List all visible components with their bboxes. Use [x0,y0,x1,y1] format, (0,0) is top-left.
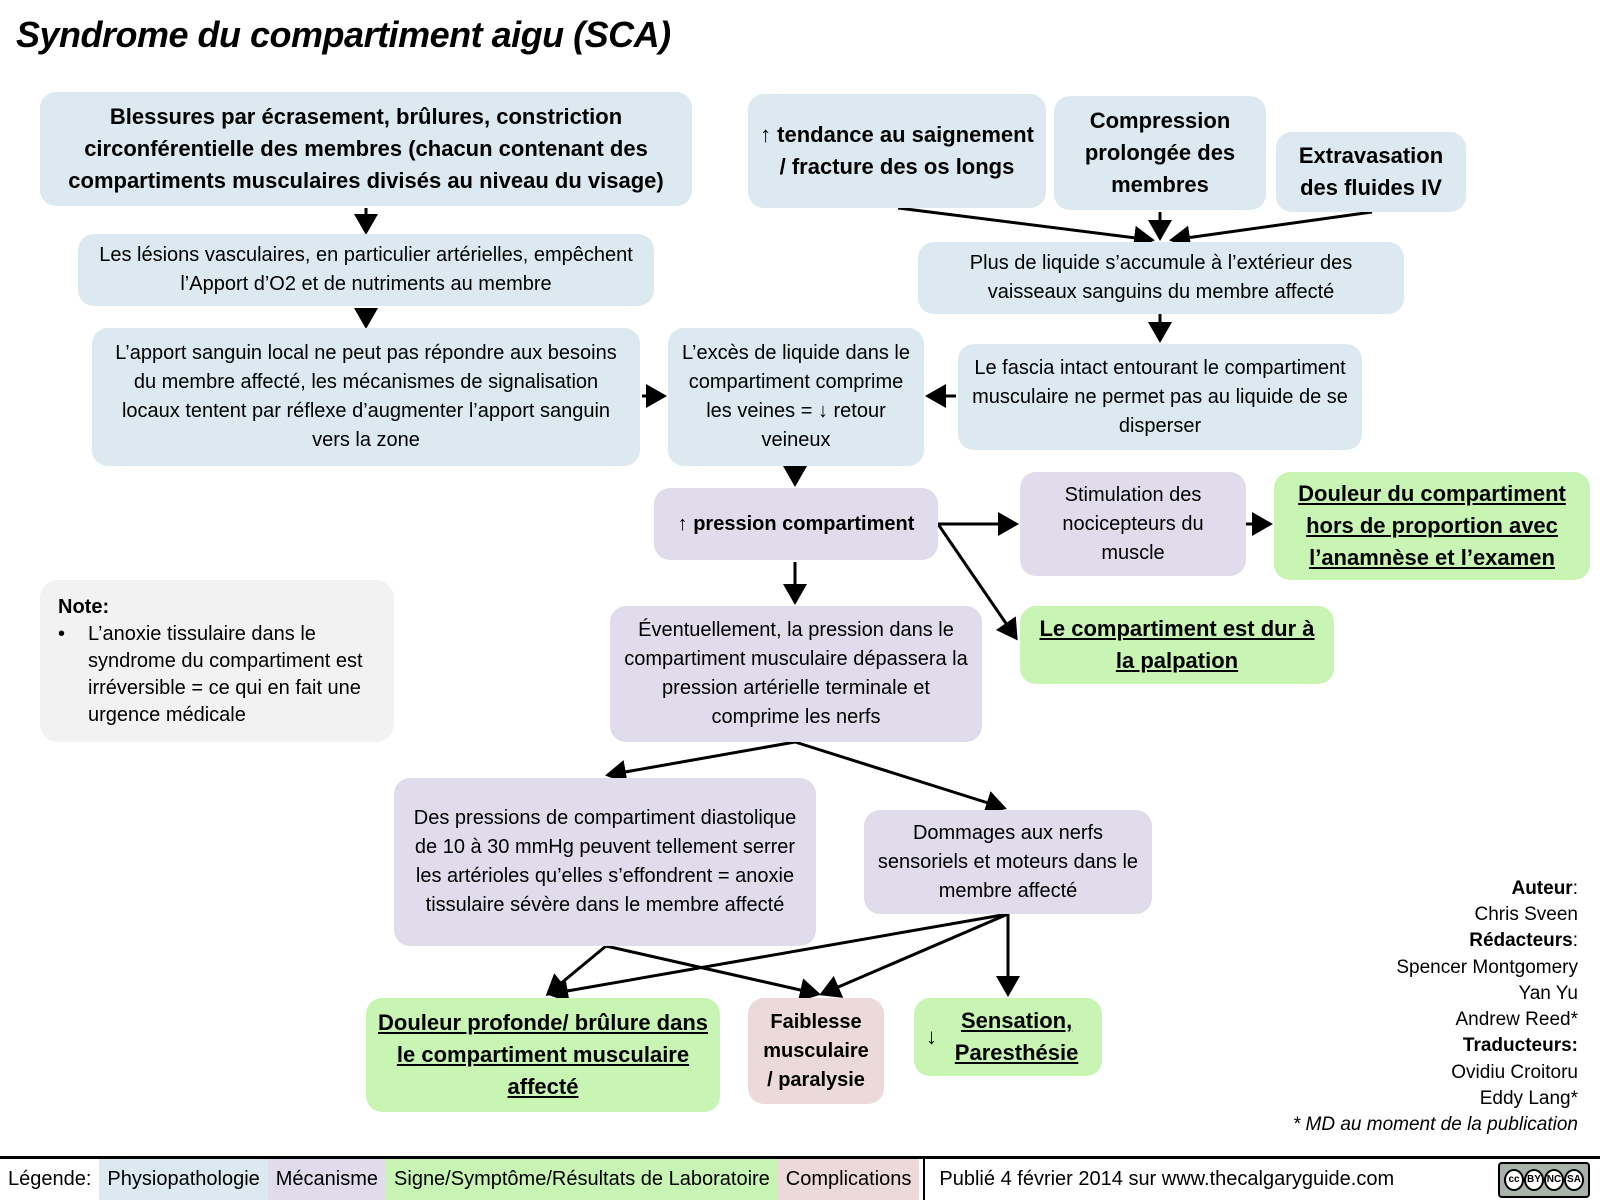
arrow-bleeding-to-accumulate [897,206,1155,250]
author-name: Chris Sveen [1474,904,1579,926]
cc-license-icon[interactable]: cc BY NC SA [1498,1161,1590,1198]
eventually-pressure-box: Éventuellement, la pression dans le comp… [610,606,982,742]
diastolic-pressures-box: Des pressions de compartiment diastoliqu… [394,778,816,946]
translator-name: Eddy Lang* [1479,1087,1578,1109]
legend-footer: Légende: Physiopathologie Mécanisme Sign… [0,1156,1600,1200]
bullet-icon: • [58,623,66,645]
intact-fascia-box: Le fascia intact entourant le compartime… [958,344,1362,450]
cause-compression-box: Compression prolongée des membres [1054,96,1266,210]
translator-name: Ovidiu Croitoru [1451,1061,1578,1083]
note-box: Note: • L’anoxie tissulaire dans le synd… [40,580,394,742]
cc-icon: cc [1504,1168,1524,1191]
credits: Auteur: Chris Sveen Rédacteurs: Spencer … [1293,876,1578,1138]
note-title: Note: [58,596,110,618]
by-icon: BY [1524,1168,1544,1191]
published-line: Publié 4 février 2014 sur www.thecalgary… [929,1159,1404,1200]
translators-label: Traducteurs: [1462,1035,1578,1057]
sensation-label: Sensation, Paresthésie [954,1008,1079,1065]
hard-palpation-box: Le compartiment est dur à la palpation [1020,606,1334,684]
note-text: L’anoxie tissulaire dans le syndrome du … [88,623,363,726]
legend-label: Légende: [8,1168,92,1190]
legend-divider [923,1159,926,1200]
legend-sign-symptom: Signe/Symptôme/Résultats de Laboratoire [386,1159,778,1200]
author-label: Auteur [1511,878,1573,899]
editor-name: Yan Yu [1518,982,1578,1004]
pressure-up-box: ↑ pression compartiment [654,488,938,560]
nociceptors-box: Stimulation des nocicepteurs du muscle [1020,472,1246,576]
vascular-lesions-box: Les lésions vasculaires, en particulier … [78,234,654,306]
arrow-nerve-to-weakness [819,912,1009,998]
nerve-damage-box: Dommages aux nerfs sensoriels et moteurs… [864,810,1152,914]
weakness-box: Faiblesse musculaire / paralysie [748,998,884,1104]
excess-fluid-box: L’excès de liquide dans le compartiment … [668,328,924,466]
deep-pain-box: Douleur profonde/ brûlure dans le compar… [366,998,720,1112]
cause-bleeding-box: ↑ tendance au saignement / fracture des … [748,94,1046,208]
legend-complications: Complications [777,1159,920,1200]
cause-extravasation-box: Extravasation des fluides IV [1276,132,1466,212]
down-arrow-icon: ↓ [926,1024,937,1050]
editor-name: Andrew Reed* [1455,1009,1578,1031]
footnote: * MD au moment de la publication [1292,1113,1578,1135]
page-title: Syndrome du compartiment aigu (SCA) [16,14,671,55]
nc-icon: NC [1544,1168,1564,1191]
arrow-extravasation-to-accumulate [1169,210,1373,250]
causes-crush-box: Blessures par écrasement, brûlures, cons… [40,92,692,206]
editors-label: Rédacteurs [1469,930,1573,952]
arrow-eventually-to-diastolic [605,740,796,784]
legend-mechanism: Mécanisme [267,1159,387,1200]
arrow-eventually-to-nerve [794,740,1007,815]
legend-physiopathology: Physiopathologie [99,1159,268,1200]
published-middle: sur [1128,1168,1157,1190]
sa-icon: SA [1564,1168,1584,1191]
local-supply-box: L’apport sanguin local ne peut pas répon… [92,328,640,466]
published-site[interactable]: www.thecalgaryguide.com [1161,1168,1395,1190]
sensation-box: ↓ Sensation, Paresthésie [914,998,1102,1076]
editor-name: Spencer Montgomery [1396,956,1578,978]
published-date: 4 février 2014 [1000,1168,1123,1190]
published-prefix: Publié [939,1168,996,1190]
arrow-diastolic-to-deeppain [545,944,607,996]
fluid-accumulates-box: Plus de liquide s’accumule à l’extérieur… [918,242,1404,314]
pain-out-of-proportion-box: Douleur du compartiment hors de proporti… [1274,472,1590,580]
arrow-diastolic-to-weakness [605,944,821,1002]
